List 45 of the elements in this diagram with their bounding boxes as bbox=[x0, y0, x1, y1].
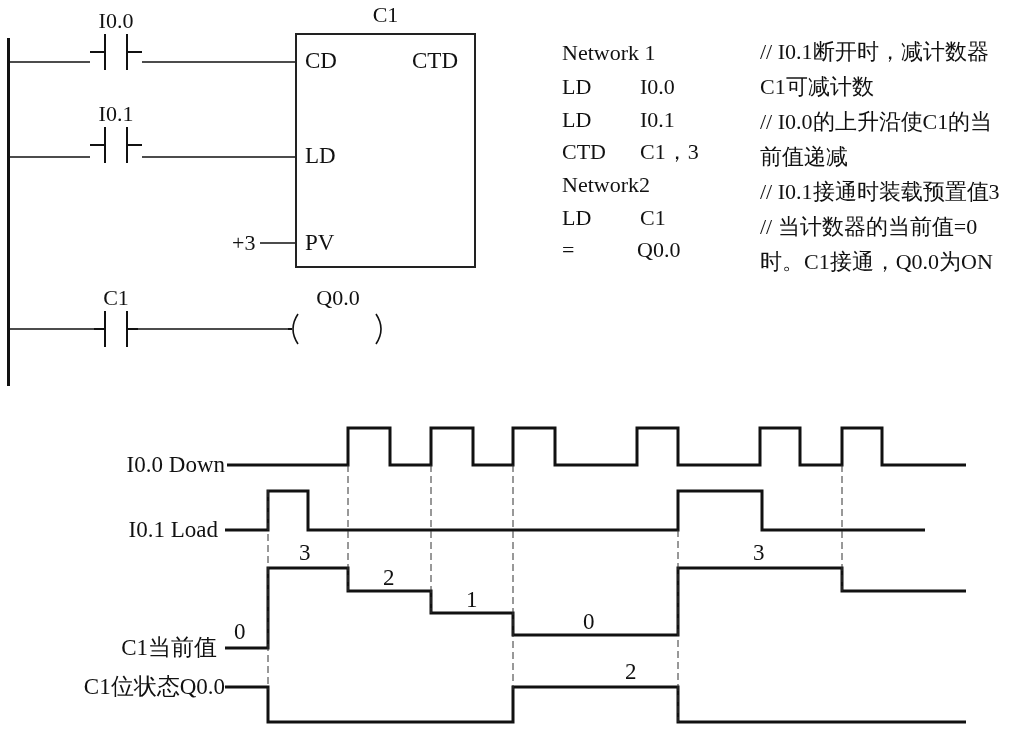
preset-value: +3 bbox=[232, 230, 256, 256]
connection-line bbox=[9, 156, 91, 158]
program-text: Network2 bbox=[562, 172, 650, 198]
contact-label: C1 bbox=[103, 285, 129, 311]
connection-line bbox=[137, 328, 289, 330]
program-text: Q0.0 bbox=[637, 237, 681, 263]
power-rail bbox=[7, 38, 10, 386]
program-text: I0.0 bbox=[640, 74, 675, 100]
program-text: C1，3 bbox=[640, 139, 699, 165]
signal-text: 2 bbox=[625, 659, 637, 685]
signal-text: 3 bbox=[299, 540, 311, 566]
signal-text: 3 bbox=[753, 540, 765, 566]
pin-name: PV bbox=[305, 230, 335, 256]
signal-text: C1位状态Q0.0 bbox=[83, 674, 225, 700]
connection-line bbox=[141, 156, 296, 158]
signal-text: I0.1 Load bbox=[128, 517, 218, 543]
signal-text: 0 bbox=[234, 619, 246, 645]
connection-line bbox=[259, 242, 296, 244]
pin-name: CD bbox=[305, 48, 337, 74]
comment-text: // I0.0的上升沿使C1的当前值递减 bbox=[760, 108, 994, 171]
signal-text: 0 bbox=[583, 609, 595, 635]
program-text: I0.1 bbox=[640, 107, 675, 133]
contact-label: I0.1 bbox=[98, 101, 134, 127]
block-name: C1 bbox=[372, 2, 399, 28]
signal-text: I0.0 Down bbox=[126, 452, 225, 478]
contact-label: I0.0 bbox=[98, 8, 134, 34]
program-text: = bbox=[562, 237, 575, 263]
comment-text: // I0.1接通时装载预置值3 bbox=[760, 178, 1001, 206]
signal-text: 1 bbox=[466, 587, 478, 613]
program-text: LD bbox=[562, 74, 592, 100]
program-text: Network 1 bbox=[562, 40, 656, 66]
signal-text: 2 bbox=[383, 565, 395, 591]
pin-name: CTD bbox=[412, 48, 458, 74]
connection-line bbox=[9, 61, 91, 63]
connection-line bbox=[9, 328, 95, 330]
program-text: LD bbox=[562, 107, 592, 133]
signal-text: C1当前值 bbox=[121, 635, 217, 661]
program-text: LD bbox=[562, 205, 592, 231]
pin-name: LD bbox=[305, 143, 336, 169]
program-text: CTD bbox=[562, 139, 606, 165]
program-text: C1 bbox=[640, 205, 666, 231]
coil-label: Q0.0 bbox=[316, 285, 360, 311]
connection-line bbox=[141, 61, 296, 63]
comment-text: // I0.1断开时，减计数器C1可减计数 bbox=[760, 38, 990, 101]
comment-text: // 当计数器的当前值=0时。C1接通，Q0.0为ON bbox=[760, 213, 994, 276]
